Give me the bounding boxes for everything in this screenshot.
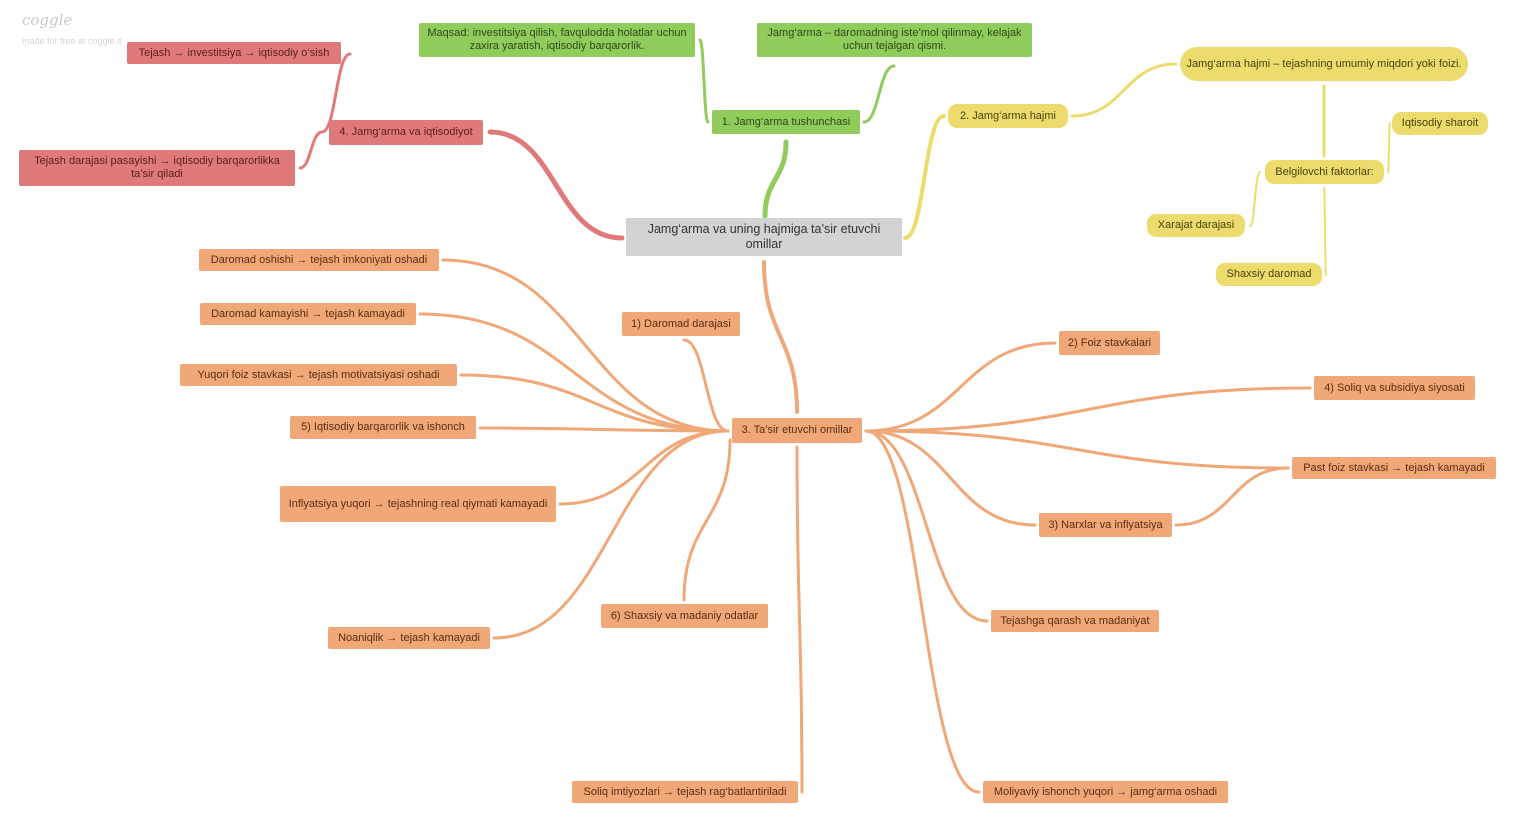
link-factors-prices xyxy=(864,429,1037,527)
factor-expenses-node[interactable]: Xarajat darajasi xyxy=(1147,214,1245,237)
link-concept-goal xyxy=(698,38,710,124)
prices-inflation-node[interactable]: 3) Narxlar va inflyatsiya xyxy=(1039,513,1172,537)
link-factors-income-level xyxy=(682,338,730,433)
link-prices-low-rate xyxy=(1174,466,1290,527)
concept-goal-node[interactable]: Maqsad: investitsiya qilish, favqulodda … xyxy=(419,23,695,57)
link-root-factors xyxy=(762,260,799,414)
link-factors-inflation xyxy=(558,429,730,506)
interest-rates-node[interactable]: 2) Foiz stavkalari xyxy=(1059,331,1160,355)
link-factors-tax-benefit xyxy=(795,445,804,794)
savings-culture-node[interactable]: Tejashga qarash va madaniyat xyxy=(991,610,1159,632)
link-factors-culture xyxy=(864,429,989,623)
concept-definition-node[interactable]: Jamg‘arma – daromadning iste’mol qilinma… xyxy=(757,23,1032,57)
uncertainty-node[interactable]: Noaniqlik → tejash kamayadi xyxy=(328,627,490,649)
factor-personal-income-node[interactable]: Shaxsiy daromad xyxy=(1216,263,1322,286)
link-factors-rates xyxy=(864,341,1057,433)
link-root-volume xyxy=(903,114,946,240)
link-factors-stability xyxy=(478,426,730,433)
low-rate-node[interactable]: Past foiz stavkasi → tejash kamayadi xyxy=(1292,457,1496,479)
concept-node[interactable]: 1. Jamg‘arma tushunchasi xyxy=(712,110,860,134)
link-factors-economic xyxy=(1387,122,1391,173)
inflation-node[interactable]: Inflyatsiya yuqori → tejashning real qiy… xyxy=(280,486,556,522)
personal-habits-node[interactable]: 6) Shaxsiy va madaniy odatlar xyxy=(601,604,768,628)
link-factors-expenses xyxy=(1249,171,1261,227)
stability-trust-node[interactable]: 5) Iqtisodiy barqarorlik va ishonch xyxy=(290,416,476,439)
high-rate-node[interactable]: Yuqori foiz stavkasi → tejash motivatsiy… xyxy=(180,364,457,386)
link-volume-definition xyxy=(1070,62,1178,118)
tax-benefit-node[interactable]: Soliq imtiyozlari → tejash rag‘batlantir… xyxy=(572,781,798,803)
coggle-logo: coggle xyxy=(22,11,73,29)
volume-node[interactable]: 2. Jamg‘arma hajmi xyxy=(948,104,1068,128)
link-economy-stability xyxy=(298,130,324,170)
link-factors-habits xyxy=(682,438,732,602)
link-factors-tax xyxy=(864,386,1312,433)
income-up-node[interactable]: Daromad oshishi → tejash imkoniyati osha… xyxy=(199,249,439,271)
economy-node[interactable]: 4. Jamg‘arma va iqtisodiyot xyxy=(329,120,483,145)
coggle-tagline: made for free at coggle.it xyxy=(22,36,122,46)
income-level-node[interactable]: 1) Daromad darajasi xyxy=(622,312,740,336)
factor-economic-conditions-node[interactable]: Iqtisodiy sharoit xyxy=(1392,112,1488,135)
link-factors-income xyxy=(1323,187,1327,276)
root-node[interactable]: Jamg‘arma va uning hajmiga ta’sir etuvch… xyxy=(626,218,902,256)
volume-definition-node[interactable]: Jamg‘arma hajmi – tejashning umumiy miqd… xyxy=(1180,47,1468,81)
link-factors-uncertainty xyxy=(492,429,730,640)
link-factors-income-down xyxy=(418,312,730,433)
link-economy-growth xyxy=(320,52,352,134)
factors-node[interactable]: 3. Ta’sir etuvchi omillar xyxy=(732,418,862,443)
income-down-node[interactable]: Daromad kamayishi → tejash kamayadi xyxy=(200,303,416,325)
link-concept-definition xyxy=(862,64,896,124)
link-root-economy xyxy=(487,129,625,241)
link-factors-income-up xyxy=(441,258,730,433)
financial-trust-node[interactable]: Moliyaviy ishonch yuqori → jamg‘arma osh… xyxy=(983,781,1228,803)
link-factors-low-rate xyxy=(864,429,1290,470)
link-root-concept xyxy=(762,139,789,219)
tax-policy-node[interactable]: 4) Soliq va subsidiya siyosati xyxy=(1314,376,1475,400)
link-factors-trust xyxy=(864,429,981,794)
link-factors-high-rate xyxy=(459,373,730,433)
volume-factors-node[interactable]: Belgilovchi faktorlar: xyxy=(1265,160,1384,184)
economy-stability-node[interactable]: Tejash darajasi pasayishi → iqtisodiy ba… xyxy=(19,150,295,186)
economy-growth-node[interactable]: Tejash → investitsiya → iqtisodiy o‘sish xyxy=(127,42,341,64)
